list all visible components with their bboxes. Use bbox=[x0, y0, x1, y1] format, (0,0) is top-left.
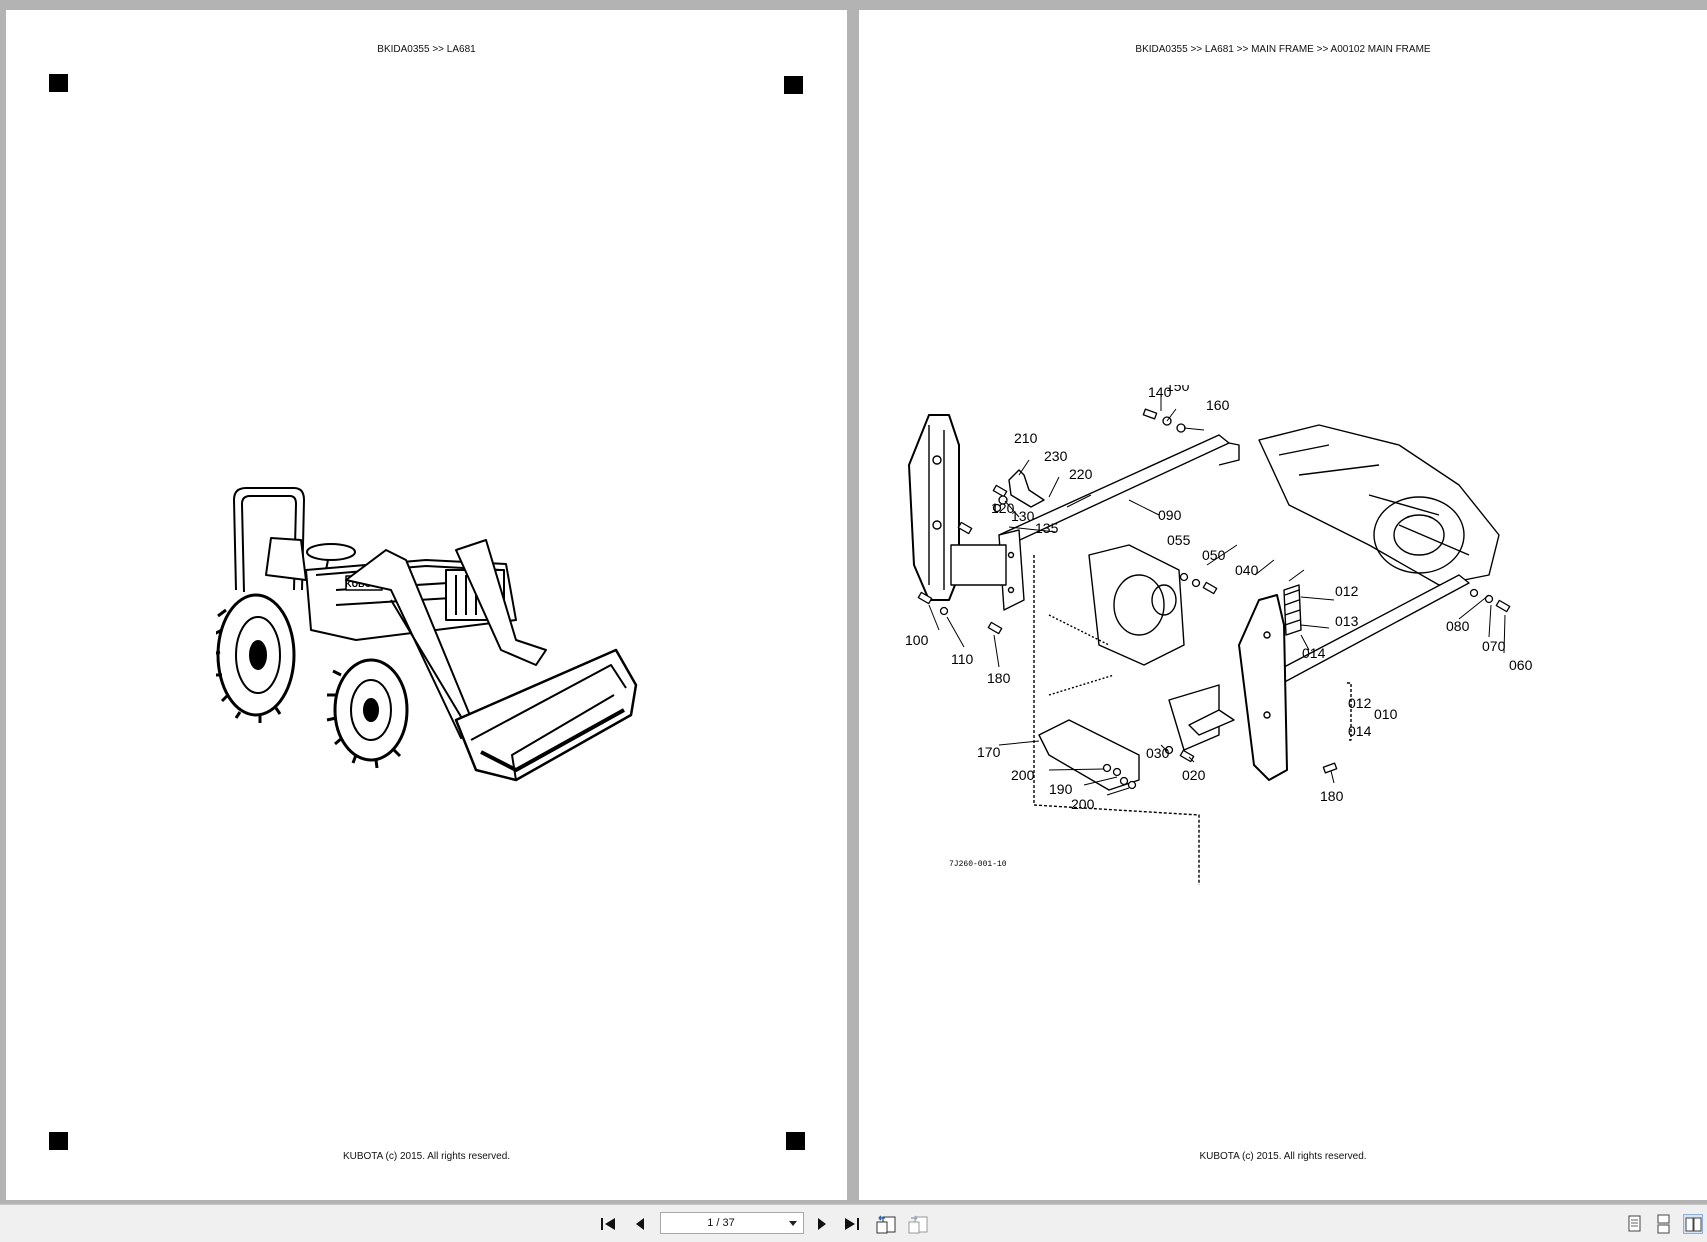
callout-label: 150 bbox=[1166, 385, 1190, 394]
registration-mark bbox=[786, 1132, 805, 1150]
callout-label: 090 bbox=[1158, 507, 1182, 523]
callout-label: 010 bbox=[1374, 706, 1398, 722]
continuous-view-icon bbox=[1657, 1214, 1670, 1234]
page-indicator: 1 / 37 bbox=[707, 1217, 735, 1229]
callout-label: 030 bbox=[1146, 745, 1170, 761]
callout-label: 014 bbox=[1302, 645, 1326, 661]
two-page-view-icon bbox=[1685, 1217, 1702, 1232]
callout-label: 190 bbox=[1049, 781, 1073, 797]
callout-label: 180 bbox=[1320, 788, 1344, 804]
page-number-field[interactable]: 1 / 37 bbox=[660, 1212, 804, 1234]
callout-label: 170 bbox=[977, 744, 1001, 760]
callout-label: 120 bbox=[991, 500, 1015, 516]
registration-mark bbox=[49, 74, 68, 92]
tractor-illustration: KUBOTA bbox=[216, 487, 638, 782]
registration-mark bbox=[784, 76, 803, 94]
callout-label: 012 bbox=[1348, 695, 1372, 711]
callout-label: 200 bbox=[1011, 767, 1035, 783]
callout-label: 020 bbox=[1182, 767, 1206, 783]
viewer-toolbar: 1 / 37 bbox=[0, 1204, 1707, 1242]
callout-label: 130 bbox=[1011, 508, 1035, 524]
registration-mark bbox=[49, 1132, 68, 1150]
callout-label: 200 bbox=[1071, 796, 1095, 812]
callout-label: 055 bbox=[1167, 532, 1191, 548]
callout-label: 110 bbox=[951, 651, 974, 667]
callout-label: 180 bbox=[987, 670, 1011, 686]
callout-label: 100 bbox=[905, 632, 929, 648]
two-page-view-button[interactable] bbox=[1683, 1214, 1703, 1234]
page-header: BKIDA0355 >> LA681 bbox=[377, 44, 476, 55]
next-view-icon bbox=[908, 1215, 928, 1234]
callout-label: 140 bbox=[1148, 385, 1172, 400]
callout-label: 070 bbox=[1482, 638, 1506, 654]
callout-label: 013 bbox=[1335, 613, 1359, 629]
next-page-button[interactable] bbox=[810, 1212, 834, 1236]
first-page-button[interactable] bbox=[596, 1212, 620, 1236]
next-view-button[interactable] bbox=[906, 1212, 930, 1236]
chevron-down-icon[interactable] bbox=[789, 1221, 797, 1226]
page-footer: KUBOTA (c) 2015. All rights reserved. bbox=[1199, 1151, 1367, 1162]
previous-page-icon bbox=[636, 1218, 644, 1230]
callout-label: 220 bbox=[1069, 466, 1093, 482]
document-page-left: BKIDA0355 >> LA681 KUBOTA bbox=[6, 10, 847, 1200]
page-footer: KUBOTA (c) 2015. All rights reserved. bbox=[342, 1151, 511, 1162]
callout-label: 080 bbox=[1446, 618, 1470, 634]
single-page-view-icon bbox=[1628, 1215, 1641, 1232]
callout-label: 160 bbox=[1206, 397, 1230, 413]
callout-label: 040 bbox=[1235, 562, 1259, 578]
single-page-view-button[interactable] bbox=[1624, 1214, 1644, 1234]
previous-view-icon bbox=[876, 1215, 896, 1234]
first-page-icon bbox=[601, 1218, 615, 1230]
previous-view-button[interactable] bbox=[874, 1212, 898, 1236]
page-header: BKIDA0355 >> LA681 >> MAIN FRAME >> A001… bbox=[1135, 44, 1431, 55]
callout-label: 210 bbox=[1014, 430, 1038, 446]
callout-label: 012 bbox=[1335, 583, 1359, 599]
previous-page-button[interactable] bbox=[628, 1212, 652, 1236]
document-page-right: BKIDA0355 >> LA681 >> MAIN FRAME >> A001… bbox=[859, 10, 1707, 1200]
main-frame-diagram: 140 150 160 210 230 220 120 130 135 090 … bbox=[905, 385, 1533, 885]
last-page-icon bbox=[845, 1218, 859, 1230]
continuous-view-button[interactable] bbox=[1653, 1214, 1673, 1234]
drawing-code: 7J260-001-10 bbox=[949, 860, 1007, 869]
callout-label: 135 bbox=[1035, 520, 1059, 536]
callout-label: 230 bbox=[1044, 448, 1068, 464]
last-page-button[interactable] bbox=[840, 1212, 864, 1236]
callout-label: 060 bbox=[1509, 657, 1533, 673]
callout-label: 050 bbox=[1202, 547, 1226, 563]
callout-label: 014 bbox=[1348, 723, 1372, 739]
next-page-icon bbox=[818, 1218, 826, 1230]
